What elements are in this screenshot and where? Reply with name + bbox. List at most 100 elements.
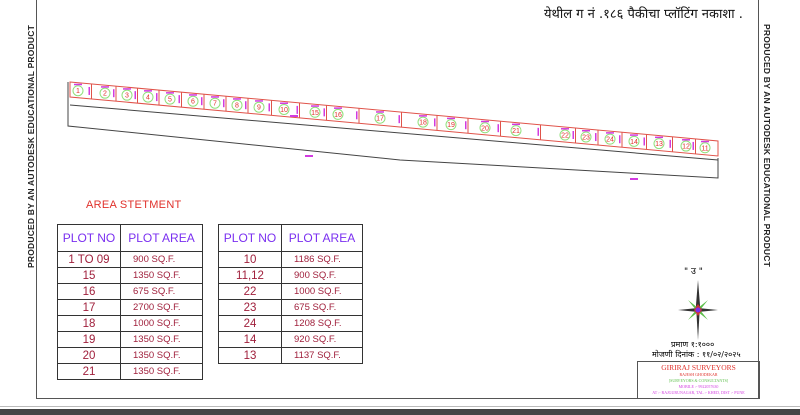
dimension-mark <box>123 88 131 90</box>
dimension-mark <box>323 108 325 117</box>
plot-number: 15 <box>311 110 319 117</box>
plot-row-outline <box>69 81 719 157</box>
plot-number: 19 <box>447 122 455 129</box>
plot-number: 18 <box>419 120 427 127</box>
dimension-mark <box>334 107 342 109</box>
plot-area: 1350 SQ.F. <box>120 331 203 348</box>
plot-number: 5 <box>168 97 172 104</box>
area-statement-title: AREA STETMENT <box>86 199 182 211</box>
plot-circle <box>628 135 640 147</box>
surveyor-role: [SURVEYORS & CONSULTANTS] <box>668 377 729 383</box>
plot-circle <box>559 129 571 141</box>
plot-circle <box>72 85 84 97</box>
drawing-frame <box>36 0 759 399</box>
plot-number: 16 <box>334 112 342 119</box>
plot-number: 3 <box>125 93 129 100</box>
dimension-mark <box>512 123 520 126</box>
dimension-mark <box>144 90 152 92</box>
plot-circle <box>142 91 154 103</box>
dimension-mark <box>296 105 298 114</box>
plot-circle <box>209 97 221 109</box>
plot-number: 24 <box>606 137 614 144</box>
plot-area: 675 SQ.F. <box>281 299 363 316</box>
plot-circle <box>680 140 692 152</box>
plot-number: 13 <box>655 141 663 148</box>
plot-number: 4 <box>146 95 150 102</box>
plot-circle <box>510 125 522 137</box>
divider <box>0 406 800 407</box>
dimension-mark <box>113 89 115 98</box>
dimension-mark <box>189 94 197 96</box>
road-top-edge <box>69 104 719 161</box>
dimension-mark <box>497 124 499 133</box>
dimension-mark <box>311 105 319 107</box>
plot-area: 1208 SQ.F. <box>281 315 363 332</box>
dimension-mark <box>376 111 384 113</box>
plot-number: 21 <box>512 128 520 135</box>
dimension-mark <box>692 141 694 150</box>
plot-no: 21 <box>57 363 121 380</box>
dimension-mark <box>447 117 455 120</box>
dimension-mark <box>101 86 109 88</box>
dimension-mark <box>595 133 597 142</box>
plot-number: 11 <box>701 145 708 152</box>
survey-date: मोजणी दिनांक : ११/०२/२०२५ <box>652 350 741 359</box>
dimension-mark <box>701 140 709 143</box>
dimension-mark <box>434 118 436 127</box>
dimension-mark <box>606 132 614 134</box>
dimension-mark <box>572 131 574 140</box>
dimension-mark <box>561 128 569 130</box>
dimension-mark <box>356 111 358 120</box>
plot-circle <box>278 103 290 115</box>
dimension-mark <box>166 92 174 94</box>
header-plot-area: PLOT AREA <box>281 224 363 252</box>
plot-no: 24 <box>218 315 282 332</box>
plot-circle <box>332 108 344 120</box>
dimension-mark <box>481 120 489 123</box>
dimension-mark <box>134 91 136 100</box>
dimension-mark <box>211 96 219 98</box>
plot-no: 10 <box>218 251 282 268</box>
dimension-mark <box>419 115 427 117</box>
plot-number: 6 <box>191 99 195 106</box>
plot-no: 15 <box>57 267 121 284</box>
plot-circle <box>231 99 243 111</box>
plot-area: 900 SQ.F. <box>120 251 203 268</box>
dimension-mark <box>398 115 400 124</box>
plot-circle <box>479 122 491 134</box>
plot-circle <box>653 138 665 150</box>
plot-no: 16 <box>57 283 121 300</box>
plot-circle <box>164 93 176 105</box>
plot-number: 1 <box>76 88 80 95</box>
surveyor-stamp: GIRIRAJ SURVEYORS RAJESH GHODEKAR [SURVE… <box>637 361 760 399</box>
plot-number: 23 <box>582 134 590 141</box>
plot-area: 1000 SQ.F. <box>120 315 203 332</box>
map-title: येथील ग नं .१८६ पैकीचा प्लॉटिंग नकाशा . <box>544 7 743 22</box>
surveyor-person: RAJESH GHODEKAR <box>679 371 718 377</box>
plot-no: 19 <box>57 331 121 348</box>
plot-area: 1186 SQ.F. <box>281 251 363 268</box>
plot-number: 7 <box>213 101 217 108</box>
plot-no: 1 TO 09 <box>57 251 121 268</box>
dimension-mark <box>305 155 313 157</box>
dimension-mark <box>178 95 180 104</box>
plot-number: 17 <box>376 116 384 123</box>
plot-no: 11,12 <box>218 267 282 284</box>
dimension-mark <box>537 127 539 136</box>
plot-no: 17 <box>57 299 121 316</box>
dimension-mark <box>290 115 298 117</box>
plot-no: 13 <box>218 347 282 364</box>
dimension-mark <box>280 102 288 104</box>
plot-circle <box>445 119 457 131</box>
